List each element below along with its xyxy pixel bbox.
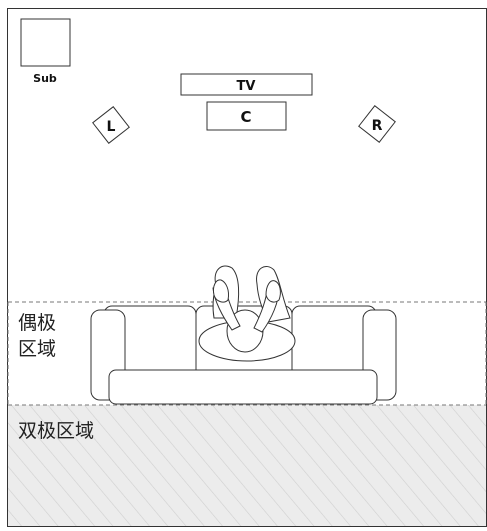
center-label: C xyxy=(240,108,251,126)
dipole-zone-label-line2: 区域 xyxy=(18,338,57,360)
dipole-zone-label: 偶极 区域 xyxy=(18,310,56,362)
dipole-zone-label-line1: 偶极 xyxy=(18,312,57,334)
right-label: R xyxy=(372,118,383,134)
bipole-zone-label: 双极区域 xyxy=(18,420,95,442)
left-speaker xyxy=(92,106,130,144)
bipole-zone xyxy=(8,405,486,526)
sub-label: Sub xyxy=(33,72,57,85)
tv-label: TV xyxy=(237,79,256,94)
left-label: L xyxy=(107,119,116,135)
right-speaker xyxy=(358,105,396,143)
subwoofer xyxy=(20,18,71,67)
person xyxy=(198,265,296,362)
tv xyxy=(180,73,313,96)
center-speaker xyxy=(206,101,287,131)
